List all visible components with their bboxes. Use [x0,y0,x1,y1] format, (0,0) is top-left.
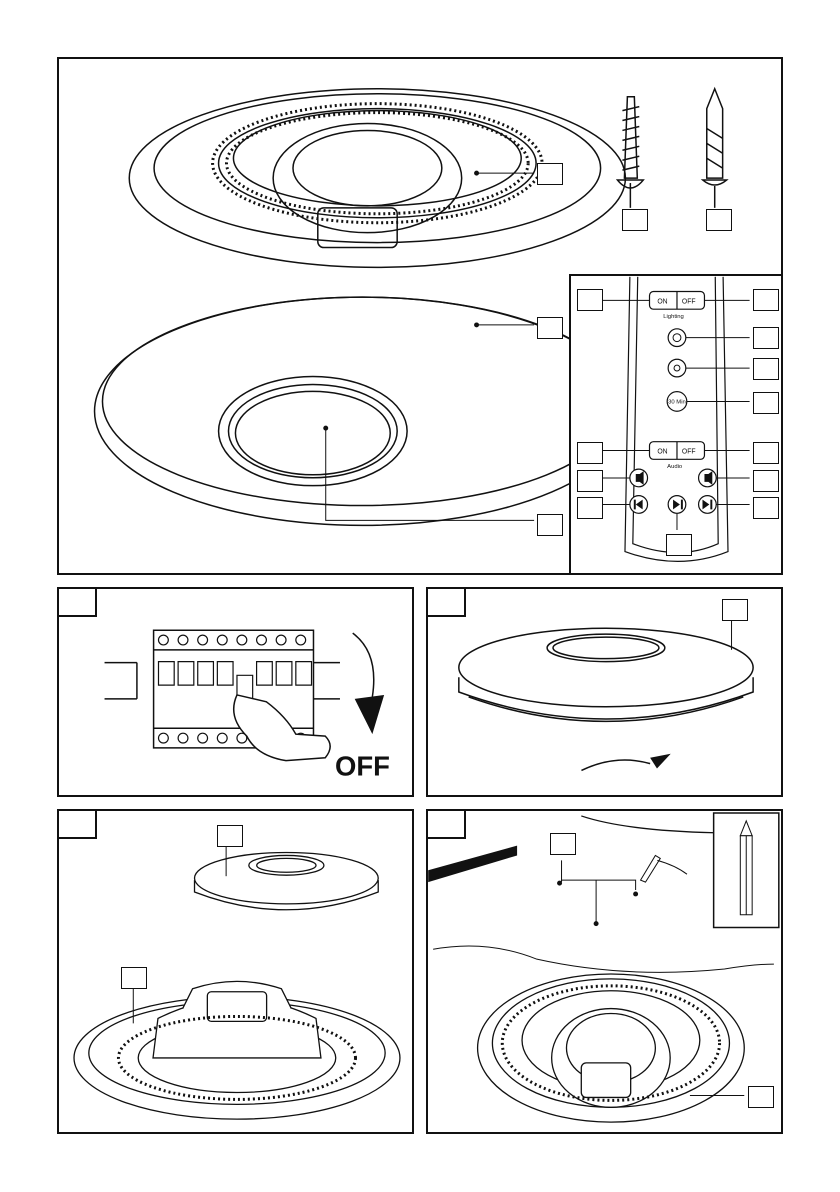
mark-drawing [428,811,781,1132]
label-box-center [537,514,563,536]
audio-label: Audio [667,464,683,470]
label-box-cover [537,317,563,339]
separate-drawing [59,811,412,1132]
label-box-screw [622,209,648,231]
remote-drawing: ON OFF Lighting 30 Min. ON OFF Audio [571,276,781,573]
panel-rotate [426,587,783,797]
label-box-lighting-off [753,289,779,311]
label-box-base [537,163,563,185]
label-box-vol-up [753,470,779,492]
panel-tab-e [426,809,466,839]
panel-breaker: OFF [57,587,414,797]
brightness-up-button[interactable] [668,329,686,347]
label-box-bright [753,327,779,349]
breaker-switches [158,662,311,699]
audio-on-label: ON [657,448,667,455]
label-box-lighting-on [577,289,603,311]
label-box-dim [753,358,779,380]
lighting-on-label: ON [657,298,667,305]
label-box-mark [550,833,576,855]
remote-inset: ON OFF Lighting 30 Min. ON OFF Audio [569,274,783,575]
label-box-audio-on [577,442,603,464]
timer-label: 30 Min. [668,399,688,405]
label-box-play [666,534,692,556]
label-box-base-d [121,967,147,989]
label-box-plug [706,209,732,231]
panel-separate [57,809,414,1134]
audio-off-label: OFF [682,448,696,455]
label-box-vol-down [577,470,603,492]
panel-mark [426,809,783,1134]
panel-tab-b [57,587,97,617]
panel-tab-c [426,587,466,617]
lighting-off-label: OFF [682,298,696,305]
label-box-cover-d [217,825,243,847]
marker-pen [641,855,661,882]
pencil-icon [740,821,752,915]
hand-icon [657,860,687,874]
lamp-top [459,628,753,706]
panel-tab-d [57,809,97,839]
label-box-base-e [748,1086,774,1108]
screw-icon [617,97,643,208]
brightness-down-button[interactable] [668,359,686,377]
label-box-next [753,497,779,519]
led-ring [219,109,537,218]
wall-plug-icon [703,89,727,208]
label-box-prev [577,497,603,519]
lighting-label: Lighting [663,314,684,320]
breaker-drawing: OFF [59,589,412,795]
off-label: OFF [335,750,390,781]
drill-marks [557,881,638,926]
label-box-lamp [722,599,748,621]
ceiling-beam [428,846,517,883]
hand-icon [234,695,330,761]
label-box-timer [753,392,779,414]
panel-overview: ON OFF Lighting 30 Min. ON OFF Audio [57,57,783,575]
rotate-arrow-icon [650,754,671,769]
label-box-audio-off [753,442,779,464]
switch-off-arrow-icon [355,695,384,734]
